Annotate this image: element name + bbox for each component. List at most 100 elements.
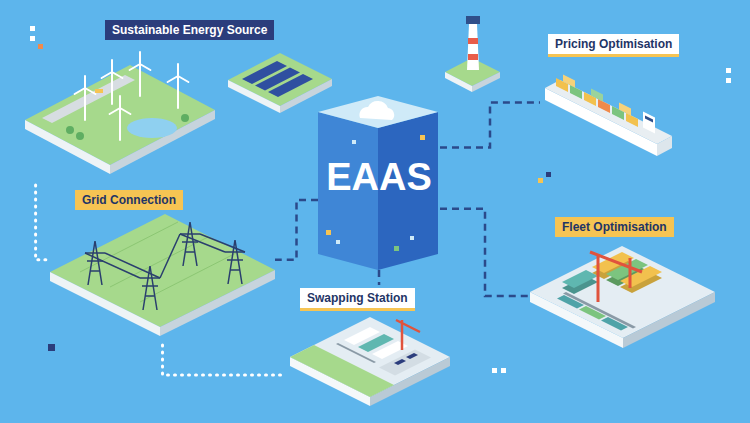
fleet-depot-island-part bbox=[623, 292, 715, 348]
wind-farm-island-part bbox=[76, 132, 84, 140]
decor-squares-part bbox=[30, 36, 35, 41]
dashed-connector bbox=[440, 102, 540, 147]
fleet-depot-island bbox=[530, 246, 715, 348]
decor-squares-part bbox=[492, 368, 497, 373]
lighthouse-island bbox=[445, 16, 500, 92]
swapping-station-island-part bbox=[396, 320, 420, 350]
fleet-depot-island-part-part bbox=[620, 266, 662, 287]
decor-squares-part bbox=[546, 172, 551, 177]
lighthouse-island-part bbox=[468, 54, 478, 60]
dashed-connector bbox=[378, 270, 381, 285]
decor-squares-part bbox=[48, 344, 55, 351]
eaas-building-part bbox=[326, 230, 331, 235]
solar-farm-island-part bbox=[228, 53, 332, 106]
cargo-ship-part-part bbox=[563, 75, 575, 88]
eaas-building-part bbox=[359, 101, 394, 120]
fleet-depot-island-part-part bbox=[562, 270, 598, 288]
cargo-ship-part-part bbox=[591, 89, 603, 102]
fleet-depot-island-part bbox=[590, 252, 642, 302]
grid-island-part bbox=[50, 214, 275, 327]
wind-farm-island bbox=[25, 52, 215, 174]
lighthouse-island-part bbox=[445, 72, 472, 92]
cargo-ship bbox=[545, 68, 672, 156]
decor-squares-part bbox=[38, 44, 43, 49]
wind-farm-island-part bbox=[127, 118, 177, 138]
fleet-depot-island-part-part bbox=[557, 295, 584, 309]
grid-island-part-part bbox=[225, 240, 245, 284]
cargo-ship-part bbox=[556, 68, 655, 136]
swapping-node: Swapping Station bbox=[285, 285, 450, 405]
wind-farm-island-part bbox=[75, 52, 189, 140]
wind-farm-island-part-part bbox=[75, 76, 96, 120]
eaas-building-part bbox=[352, 140, 356, 144]
cargo-ship-part-part bbox=[570, 85, 582, 99]
grid-island-part-part bbox=[85, 241, 105, 285]
eaas-building-part bbox=[336, 240, 340, 244]
swapping-station-island-part-part bbox=[394, 359, 406, 365]
wind-farm-island-part bbox=[66, 126, 74, 134]
swapping-station-island-part-part bbox=[406, 353, 418, 359]
dashed-connector bbox=[275, 200, 318, 260]
wind-farm-island-part bbox=[42, 75, 135, 123]
grid-node: Grid Connection bbox=[50, 190, 275, 345]
eaas-building bbox=[318, 96, 438, 270]
wind-farm-island-part bbox=[25, 120, 110, 174]
eaas-building-part bbox=[410, 236, 414, 240]
cargo-ship-part-part bbox=[626, 113, 638, 127]
swapping-station-island-part-part bbox=[336, 343, 376, 363]
lighthouse-island-part bbox=[466, 16, 480, 24]
decor-squares-part bbox=[30, 26, 35, 31]
eaas-building-part bbox=[394, 246, 399, 251]
wind-farm-island-part bbox=[25, 65, 215, 165]
eaas-building-part bbox=[318, 96, 438, 128]
pricing-node: Pricing Optimisation bbox=[540, 32, 700, 160]
cargo-ship-part-part bbox=[619, 103, 631, 116]
node-label: Fleet Optimisation bbox=[555, 217, 674, 237]
cargo-ship-part-part bbox=[598, 99, 610, 113]
dotted-connector bbox=[163, 345, 286, 375]
wind-farm-island-part bbox=[181, 114, 189, 122]
eaas-building-part bbox=[420, 135, 425, 140]
fleet-depot-island-part bbox=[543, 252, 704, 333]
decor-squares-part bbox=[726, 68, 731, 73]
decor-squares-part bbox=[538, 178, 543, 183]
fleet-depot-island-part-part bbox=[579, 306, 606, 320]
swapping-station-island-part-part bbox=[379, 350, 431, 376]
node-label: Swapping Station bbox=[300, 288, 415, 311]
grid-island-part-part bbox=[180, 222, 200, 266]
cargo-ship-part-part bbox=[645, 116, 653, 123]
lighthouse-island-part bbox=[472, 72, 500, 92]
wind-farm-island-part bbox=[95, 89, 103, 93]
wind-farm-island-part bbox=[110, 110, 215, 174]
cargo-ship-part-part bbox=[643, 112, 655, 134]
wind-farm-island-part-part bbox=[110, 96, 131, 140]
grid-island-part bbox=[160, 270, 275, 336]
solar-farm-island bbox=[228, 53, 332, 113]
lighthouse-island-part bbox=[468, 38, 478, 44]
dashed-connector bbox=[440, 209, 530, 296]
solar-farm-island-part bbox=[268, 74, 313, 97]
fleet-depot-island-part-part bbox=[601, 317, 628, 331]
node-label: Pricing Optimisation bbox=[548, 34, 679, 57]
swapping-station-island bbox=[290, 317, 450, 406]
wind-farm-island-part-part bbox=[130, 52, 151, 96]
wind-farm-island-part-part bbox=[168, 64, 189, 108]
grid-island-part-part bbox=[85, 234, 245, 278]
grid-island bbox=[50, 214, 275, 336]
grid-island-part bbox=[85, 222, 245, 310]
dotted-connector bbox=[36, 185, 50, 260]
swapping-station-island-part bbox=[290, 317, 450, 397]
hub-title: EAAS bbox=[326, 157, 432, 197]
fleet-node: Fleet Optimisation bbox=[530, 215, 715, 350]
decor-squares-part bbox=[726, 78, 731, 83]
grid-island-part-part bbox=[140, 266, 160, 310]
decor-squares-part bbox=[501, 368, 506, 373]
lighthouse-island-part bbox=[467, 24, 479, 70]
node-label: Sustainable Energy Source bbox=[105, 20, 274, 40]
eaas-hub-node: EAAS bbox=[318, 95, 440, 270]
node-label: Grid Connection bbox=[75, 190, 183, 210]
